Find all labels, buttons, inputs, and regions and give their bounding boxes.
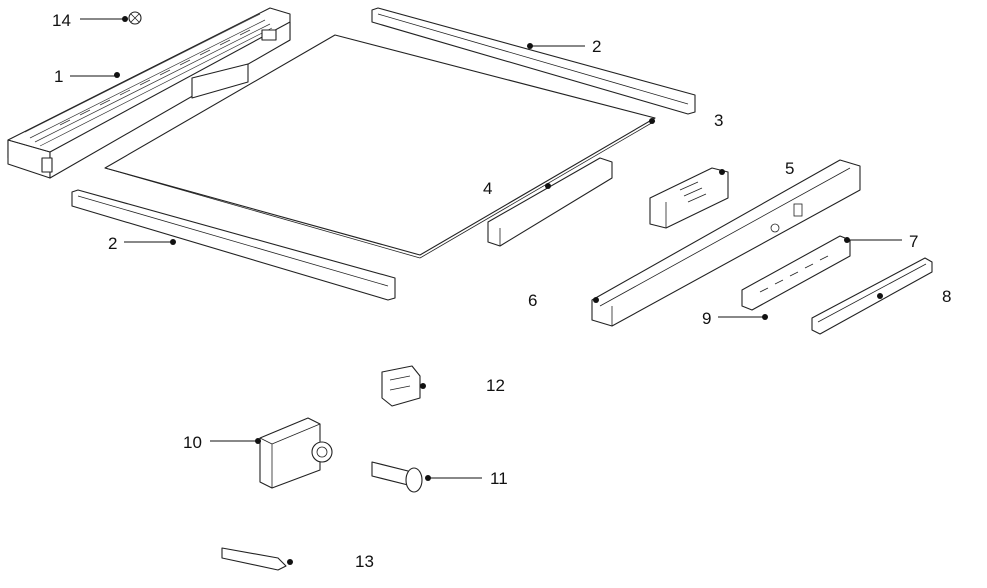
callout-13: 13: [355, 552, 374, 571]
part-10-latch: [259, 417, 333, 489]
callout-2-top: 2: [592, 37, 601, 56]
callout-5: 5: [785, 159, 794, 178]
part-4-bracket: [487, 157, 613, 247]
part-6-side-rail: [591, 159, 861, 327]
part-11-bolt: [371, 461, 423, 493]
callout-14: 14: [52, 11, 71, 30]
callout-7: 7: [909, 232, 918, 251]
callout-6: 6: [528, 291, 537, 310]
part-7-slotted-strip: [741, 235, 851, 311]
leader-lines: [70, 16, 902, 565]
callout-3: 3: [714, 111, 723, 130]
part-12-clip: [381, 365, 421, 407]
callout-9: 9: [702, 309, 711, 328]
part-2-top-rail: [371, 7, 696, 115]
callout-4: 4: [483, 179, 492, 198]
part-3-main-panel: [104, 34, 656, 259]
part-5-connector-block: [649, 167, 729, 229]
callout-2-bottom: 2: [108, 234, 117, 253]
callout-10: 10: [183, 433, 202, 452]
callout-12: 12: [486, 376, 505, 395]
part-2-bottom-rail: [71, 189, 396, 301]
callout-1: 1: [54, 67, 63, 86]
part-1-vent-panel: [7, 7, 291, 179]
part-13-pin: [221, 547, 287, 571]
callout-11: 11: [490, 469, 508, 488]
part-14-screw: [128, 11, 142, 25]
part-8-slide-rail: [811, 257, 933, 335]
callout-labels: 14 1 2 3 4 2 5 6 7 8 9 10 11 12 13: [52, 11, 951, 571]
callout-8: 8: [942, 287, 951, 306]
